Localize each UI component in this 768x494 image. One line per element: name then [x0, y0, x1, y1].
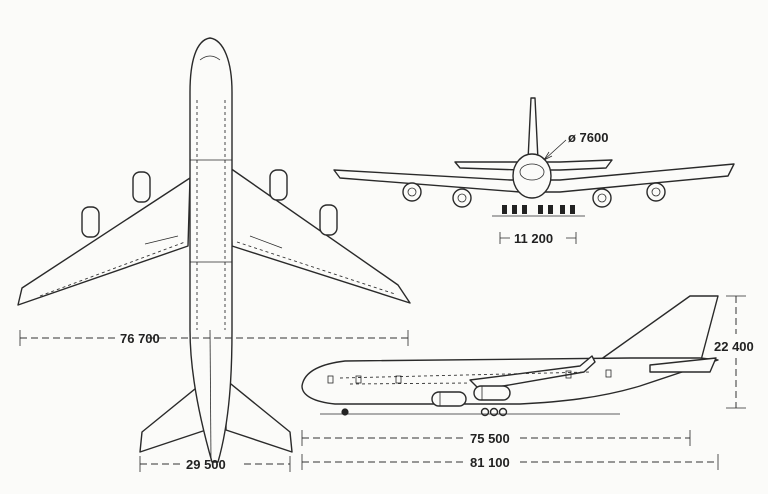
side-view-engine-2 — [473, 385, 511, 401]
front-view — [333, 97, 735, 217]
top-view-engine-right-outer — [319, 204, 338, 236]
side-view-landing-gear — [341, 407, 508, 417]
top-view-engine-left-inner — [132, 171, 151, 203]
top-view-right-wing — [229, 167, 411, 304]
fuselage-diameter-label: ø 7600 — [568, 130, 608, 145]
top-view-engine-right-inner — [269, 169, 288, 201]
front-view-fuselage — [512, 153, 552, 199]
top-view-fuselage — [189, 37, 233, 463]
wingspan-label: 76 700 — [120, 331, 160, 346]
top-view-right-stabilizer — [225, 379, 293, 453]
overall-length-label: 81 100 — [470, 455, 510, 470]
top-view-engine-left-outer — [81, 206, 100, 238]
front-view-landing-gear — [502, 205, 575, 214]
height-label: 22 400 — [714, 339, 754, 354]
front-view-fin — [527, 97, 539, 161]
front-view-engine-1 — [402, 182, 422, 202]
side-view-engine-1 — [431, 391, 467, 407]
top-view — [17, 37, 411, 463]
gear-track-label: 11 200 — [514, 231, 553, 246]
top-view-left-wing — [17, 177, 191, 306]
side-view — [301, 295, 719, 417]
dimension-lines — [19, 232, 746, 472]
front-view-engine-4 — [646, 182, 666, 202]
side-view-fin — [599, 295, 719, 365]
fuselage-length-label: 75 500 — [470, 431, 510, 446]
tailplane-span-label: 29 500 — [186, 457, 226, 472]
side-view-stabilizer — [649, 357, 717, 373]
front-view-engine-3 — [592, 188, 612, 208]
front-view-engine-2 — [452, 188, 472, 208]
